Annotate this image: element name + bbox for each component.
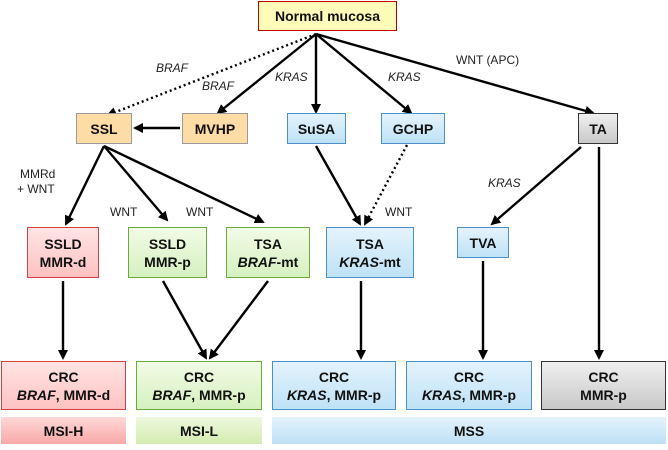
node-tsa-kras-suffix: -mt [378, 253, 401, 270]
node-ssld-mmrd: SSLD MMR-d [27, 227, 99, 278]
node-crc-kras-mmrp-1: CRC KRAS, MMR-p [272, 361, 396, 410]
node-tsa-kras-gene: KRAS [339, 253, 379, 270]
node-crc-kras-mmrp-1-line2: KRAS, MMR-p [287, 386, 381, 404]
node-crc-kras-mmrp-2-line2: KRAS, MMR-p [422, 386, 516, 404]
node-ta: TA [578, 113, 618, 144]
node-ssl-label: SSL [90, 120, 118, 137]
node-crc-braf-mmrd-suffix: , MMR-d [55, 386, 111, 403]
arrow-ssld-mmrp-to-crc [161, 280, 208, 360]
node-tva-label: TVA [469, 234, 497, 251]
label-braf-mvhp: BRAF [202, 79, 235, 93]
arrow-ta-to-tva [490, 146, 582, 226]
node-tsa-braf-suffix: -mt [276, 253, 299, 270]
node-crc-braf-mmrp-suffix: , MMR-p [191, 386, 246, 403]
node-tsa-braf-line1: TSA [254, 235, 282, 252]
node-gchp-label: GCHP [392, 120, 434, 137]
label-wnt-apc: WNT (APC) [456, 53, 520, 67]
node-crc-kras-mmrp-1-suffix: , MMR-p [326, 386, 382, 403]
node-ssl: SSL [76, 113, 132, 144]
label-wnt-tsa: WNT [186, 205, 214, 219]
node-crc-mmrp-line2: MMR-p [580, 386, 627, 403]
node-crc-kras-mmrp-1-line1: CRC [318, 368, 350, 385]
bar-mss-label: MSS [453, 422, 485, 439]
node-crc-kras-mmrp-2-suffix: , MMR-p [461, 386, 517, 403]
node-crc-braf-mmrd: CRC BRAF, MMR-d [1, 361, 126, 410]
label-wnt-gchp: WNT [385, 205, 413, 219]
label-kras-tva: KRAS [488, 176, 521, 190]
node-mvhp-label: MVHP [194, 120, 236, 137]
node-susa-label: SuSA [297, 120, 336, 137]
bar-msi-h-label: MSI-H [43, 422, 84, 439]
bar-msi-l: MSI-L [136, 417, 262, 444]
label-plus-wnt: + WNT [17, 182, 55, 196]
label-braf-ssl: BRAF [156, 61, 189, 75]
bar-msi-h: MSI-H [1, 417, 126, 444]
node-tsa-kras: TSA KRAS-mt [326, 227, 414, 278]
node-crc-braf-mmrp: CRC BRAF, MMR-p [136, 361, 262, 410]
node-tsa-braf-line2: BRAF-mt [238, 253, 299, 271]
node-ssld-mmrp-line2: MMR-p [144, 253, 191, 270]
node-tsa-braf: TSA BRAF-mt [226, 227, 310, 278]
node-tva: TVA [457, 227, 509, 258]
label-mmrd: MMRd [20, 167, 56, 181]
arrow-ssl-to-tsa-braf [103, 144, 265, 224]
node-crc-braf-mmrp-gene: BRAF [152, 386, 192, 403]
node-crc-mmrp-line1: CRC [588, 368, 619, 385]
node-tsa-braf-gene: BRAF [237, 253, 277, 270]
label-kras-susa: KRAS [275, 70, 308, 84]
node-mvhp: MVHP [182, 113, 248, 144]
arrow-mucosa-to-mvhp [216, 33, 317, 115]
bar-mss: MSS [272, 417, 666, 444]
node-crc-kras-mmrp-1-gene: KRAS [286, 386, 327, 403]
bar-msi-l-label: MSI-L [179, 422, 219, 439]
label-kras-gchp: KRAS [388, 70, 421, 84]
node-crc-braf-mmrd-line1: CRC [48, 368, 79, 385]
node-ssld-mmrd-line2: MMR-d [39, 253, 87, 270]
arrow-ssl-to-ssld-mmrd [64, 145, 106, 226]
node-gchp: GCHP [381, 113, 445, 144]
arrow-susa-to-tsa-kras [314, 145, 362, 226]
node-ssld-mmrd-line1: SSLD [44, 235, 82, 252]
node-crc-braf-mmrd-gene: BRAF [16, 386, 56, 403]
node-ssld-mmrp-line1: SSLD [148, 235, 187, 252]
node-crc-kras-mmrp-2: CRC KRAS, MMR-p [406, 361, 532, 410]
node-crc-kras-mmrp-2-line1: CRC [453, 368, 485, 385]
arrow-ssl-to-ssld-mmrp [103, 145, 169, 222]
node-normal-mucosa-label: Normal mucosa [274, 8, 381, 24]
node-tsa-kras-line1: TSA [356, 235, 384, 252]
label-wnt-ssld: WNT [110, 205, 138, 219]
node-crc-braf-mmrd-line2: BRAF, MMR-d [17, 386, 110, 404]
node-normal-mucosa: Normal mucosa [258, 1, 397, 31]
node-ta-label: TA [589, 120, 607, 137]
node-crc-kras-mmrp-2-gene: KRAS [421, 386, 462, 403]
arrow-mucosa-to-ta [315, 32, 595, 116]
node-crc-braf-mmrp-line2: BRAF, MMR-p [152, 386, 245, 404]
node-susa: SuSA [287, 113, 346, 144]
node-ssld-mmrp: SSLD MMR-p [128, 227, 207, 278]
node-crc-braf-mmrp-line1: CRC [183, 368, 215, 385]
node-tsa-kras-line2: KRAS-mt [339, 253, 400, 271]
arrow-tsa-braf-to-crc [208, 280, 269, 360]
arrow-mucosa-to-gchp [315, 33, 413, 115]
node-crc-mmrp: CRC MMR-p [541, 361, 666, 410]
arrow-mucosa-to-ssl [106, 32, 317, 117]
